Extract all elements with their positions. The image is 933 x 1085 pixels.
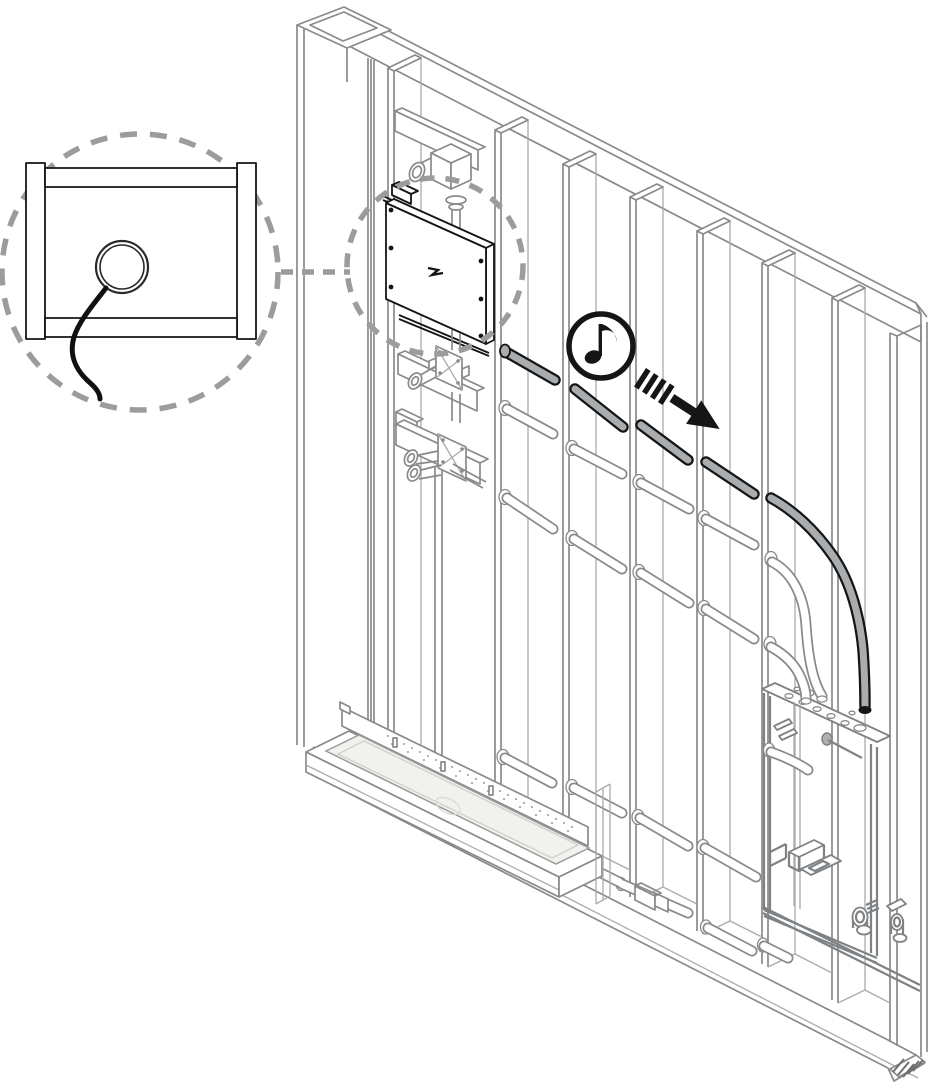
- corner-post: [296, 6, 392, 774]
- speaker-detail: [25, 162, 257, 402]
- cable-end-cap: [858, 706, 872, 714]
- speed-dashes: [634, 368, 675, 405]
- upper-valve: [407, 330, 470, 391]
- module-callout-circle: [344, 175, 526, 357]
- music-note-badge: [566, 311, 636, 381]
- box-brackets: [768, 718, 863, 876]
- linear-drain: [305, 701, 611, 905]
- box-elbow-fitting: [851, 898, 880, 936]
- music-note-icon: [584, 324, 617, 364]
- wall-frame: [296, 6, 928, 1082]
- drain-back-panel: [341, 706, 589, 847]
- endpost-fitting: [886, 898, 908, 943]
- brand-mark: [427, 266, 444, 277]
- stud-caps: [387, 54, 866, 302]
- drain-channel: [324, 734, 591, 865]
- box-feed-pipes: [762, 550, 828, 776]
- speaker-cable-detail: [69, 285, 109, 402]
- detail-callout-circle: [0, 131, 281, 413]
- control-module-bay: [382, 107, 495, 757]
- valve-connector-pipe: [451, 392, 461, 423]
- lower-valve: [403, 433, 487, 489]
- water-pipe-stubs: [496, 399, 794, 964]
- vent-pipe: [445, 195, 467, 236]
- routing-direction-arrow: [634, 368, 720, 429]
- arrow-shaft: [669, 394, 697, 417]
- pipe-union-fitting: [634, 882, 669, 913]
- box-frame-rails: [762, 693, 879, 965]
- speaker-puck: [94, 239, 150, 295]
- support-rail: [762, 906, 921, 992]
- panel-screws: [388, 207, 484, 339]
- speaker-cable-curve: [765, 492, 872, 714]
- arrow-head: [686, 400, 720, 429]
- stud-faces: [387, 68, 839, 1003]
- shower-elbow-fitting: [408, 143, 472, 190]
- cut-end-hatch: [889, 1054, 926, 1078]
- control-module-panel: [385, 198, 495, 345]
- detail-wall-opening: [25, 162, 257, 340]
- speaker-cable-run: [499, 343, 760, 500]
- callouts: [0, 131, 526, 413]
- drain-drop-pipe: [434, 466, 443, 757]
- end-post: [889, 302, 928, 1057]
- bottom-plate: [312, 746, 926, 1082]
- lower-mounting-rail: [398, 314, 490, 357]
